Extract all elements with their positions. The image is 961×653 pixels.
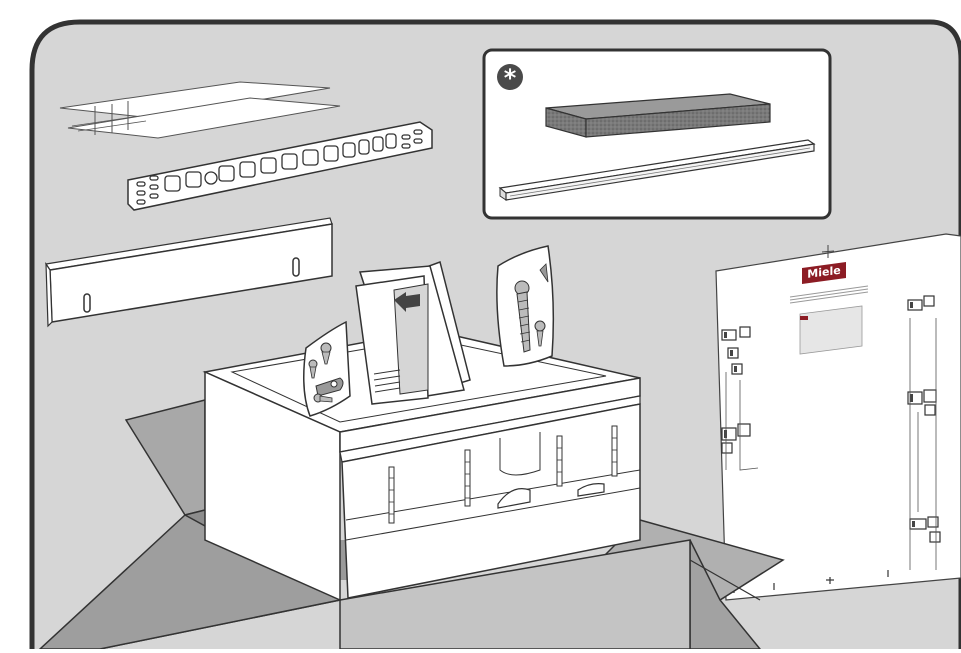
large-screw-bag — [497, 246, 553, 366]
panel-slot-left — [84, 294, 90, 312]
optional-accessories-inset: * — [484, 50, 830, 218]
optional-marker-symbol: * — [504, 64, 517, 92]
panel-slot-right — [293, 258, 299, 276]
installation-template-sheet: Miele — [716, 234, 961, 600]
